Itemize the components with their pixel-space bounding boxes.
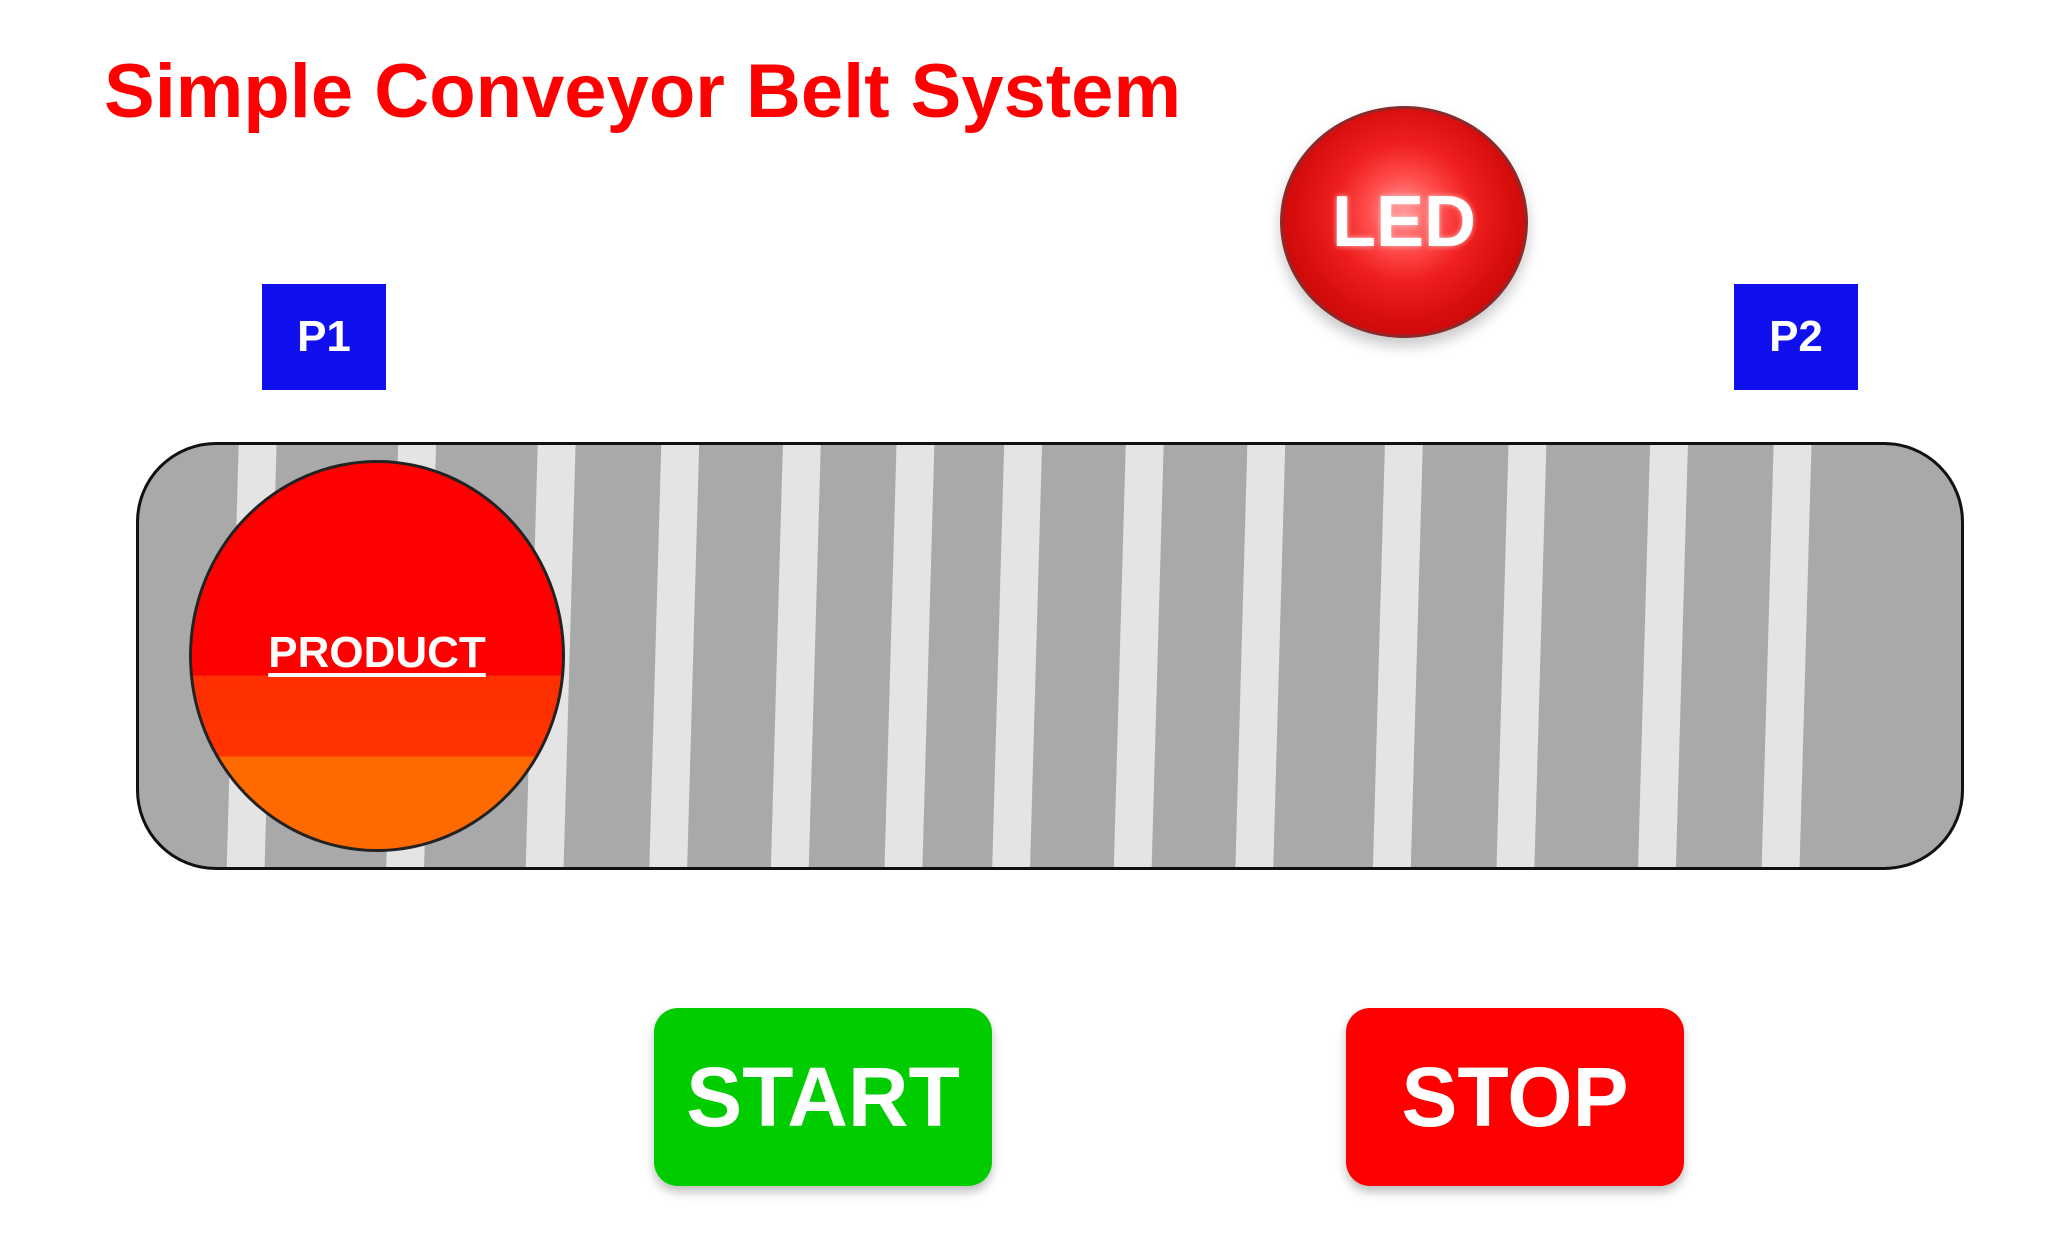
sensor-p2: P2 bbox=[1734, 284, 1858, 390]
belt-slat bbox=[992, 445, 1043, 867]
sensor-p1: P1 bbox=[262, 284, 386, 390]
page-title: Simple Conveyor Belt System bbox=[104, 49, 1182, 134]
belt-slat bbox=[1113, 445, 1164, 867]
belt-slat bbox=[1638, 445, 1688, 867]
belt-slat bbox=[1372, 445, 1423, 867]
belt-slat bbox=[1235, 445, 1286, 867]
product-label: PRODUCT bbox=[268, 628, 486, 677]
stop-button[interactable]: STOP bbox=[1346, 1008, 1684, 1186]
belt-slat bbox=[1496, 445, 1547, 867]
belt-slat bbox=[649, 445, 700, 867]
led-label: LED bbox=[1332, 182, 1476, 262]
start-button[interactable]: START bbox=[654, 1008, 992, 1186]
belt-slat bbox=[770, 445, 821, 867]
led-indicator: LED bbox=[1280, 106, 1528, 338]
belt-slat bbox=[1761, 445, 1812, 867]
belt-slat bbox=[884, 445, 935, 867]
product-item: PRODUCT bbox=[189, 460, 565, 852]
